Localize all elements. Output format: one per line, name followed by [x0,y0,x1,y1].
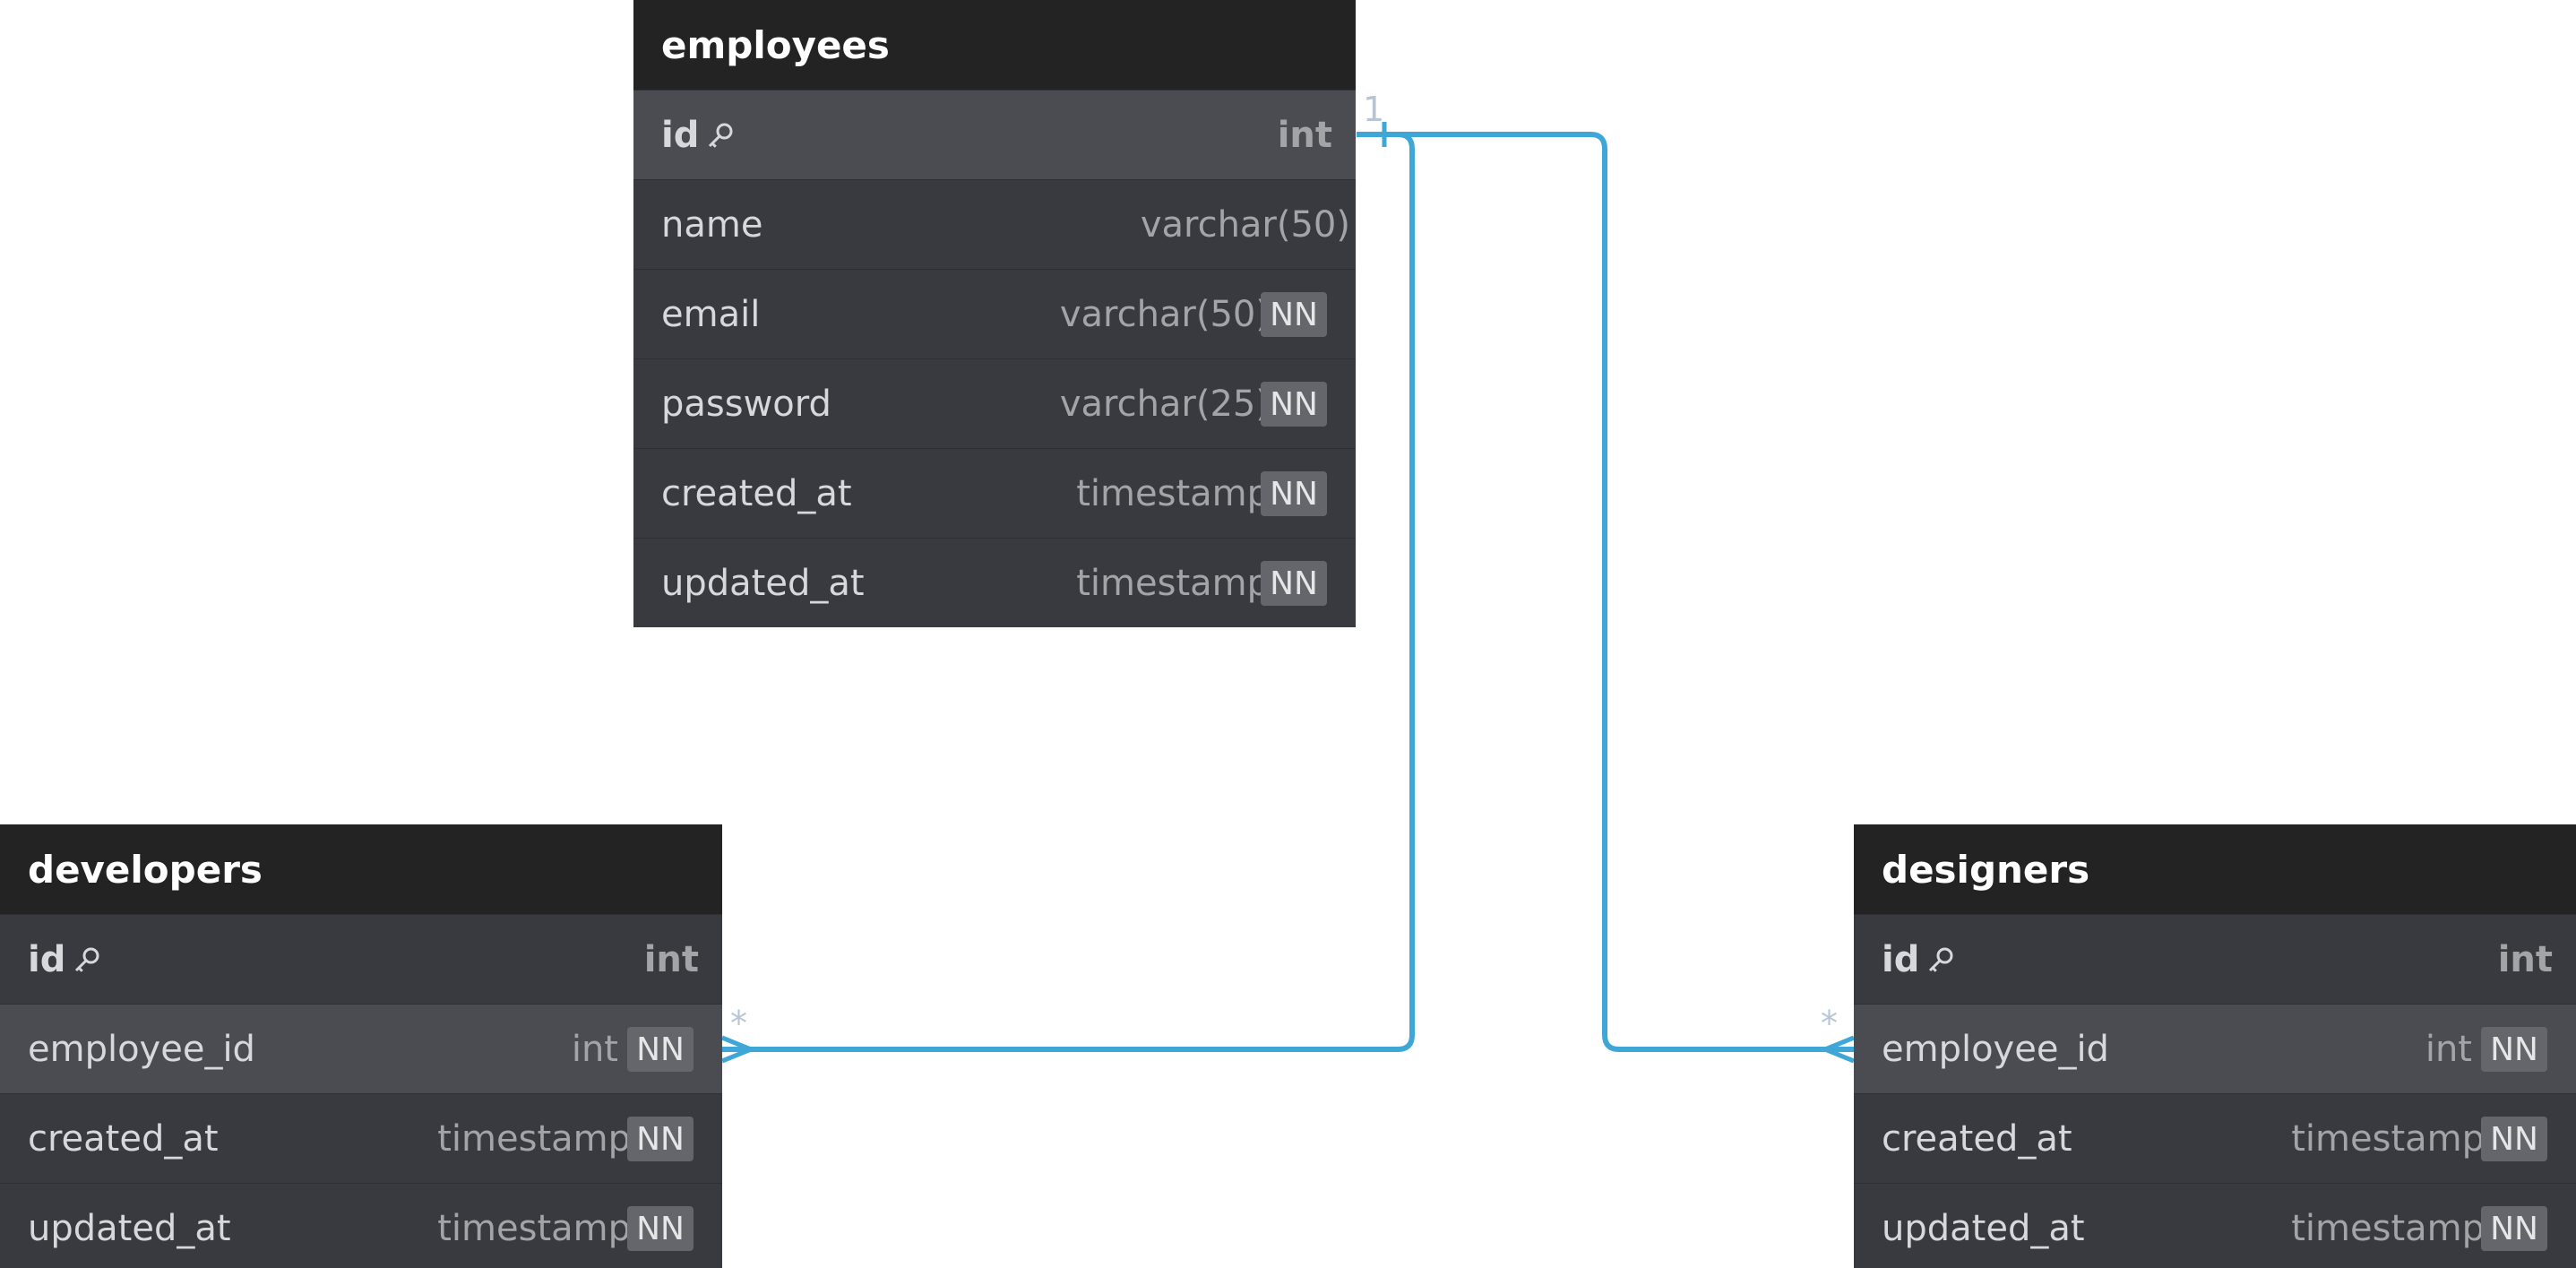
field-type: varchar(50) [1059,293,1270,335]
field-type: timestamp [1076,472,1270,514]
table-developers[interactable]: developers id int employee_id int NN cre… [0,824,722,1268]
field-type: int [643,938,699,980]
not-null-badge: NN [2481,1117,2547,1161]
table-row[interactable]: id int [633,90,1356,179]
field-name: updated_at [661,562,865,604]
field-name: updated_at [1882,1207,2085,1249]
table-designers[interactable]: designers id int employee_id int NN crea… [1854,824,2576,1268]
field-name: id [1882,939,1957,980]
field-name: updated_at [28,1207,231,1249]
field-type: int [571,1028,618,1070]
field-name-text: id [1882,938,1920,980]
table-employees[interactable]: employees id int name varchar(50) email … [633,0,1356,627]
table-row[interactable]: updated_at timestamp NN [0,1183,722,1268]
table-row[interactable]: employee_id int NN [1854,1004,2576,1093]
field-type: int [2425,1028,2472,1070]
table-row[interactable]: updated_at timestamp NN [1854,1183,2576,1268]
table-row[interactable]: password varchar(25) NN [633,358,1356,448]
field-type: varchar(25) [1059,383,1270,425]
table-row[interactable]: employee_id int NN [0,1004,722,1093]
field-type: timestamp [2291,1207,2485,1249]
not-null-badge: NN [627,1206,694,1251]
field-type: timestamp [2291,1117,2485,1160]
field-name: name [661,203,763,246]
table-header[interactable]: designers [1854,824,2576,914]
table-header[interactable]: developers [0,824,722,914]
field-name: password [661,383,831,425]
key-icon [709,123,733,148]
not-null-badge: NN [1261,292,1327,337]
not-null-badge: NN [627,1027,694,1072]
field-type: int [2497,938,2553,980]
table-row[interactable]: id int [0,914,722,1004]
cardinality-label: 1 [1363,90,1385,129]
field-name-text: id [28,938,66,980]
key-icon [75,947,99,972]
not-null-badge: NN [1261,382,1327,427]
field-name: created_at [28,1117,219,1160]
not-null-badge: NN [1261,561,1327,606]
table-row[interactable]: email varchar(50) NN [633,269,1356,358]
table-row[interactable]: created_at timestamp NN [0,1093,722,1183]
field-name: employee_id [1882,1028,2109,1070]
not-null-badge: NN [2481,1206,2547,1251]
table-header[interactable]: employees [633,0,1356,90]
many-cardinality-marker [721,1035,752,1064]
field-type: timestamp [437,1207,631,1249]
field-name: email [661,293,761,335]
table-row[interactable]: created_at timestamp NN [633,448,1356,538]
field-type: varchar(50) [1140,203,1350,246]
key-icon [1929,947,1953,972]
table-row[interactable]: updated_at timestamp NN [633,538,1356,627]
field-type: timestamp [1076,562,1270,604]
field-name: id [28,939,103,980]
table-row[interactable]: name varchar(50) [633,179,1356,269]
field-name-text: id [661,114,700,156]
cardinality-label: * [1821,1004,1838,1043]
many-cardinality-marker [1824,1035,1855,1064]
field-name: id [661,115,737,156]
field-name: employee_id [28,1028,255,1070]
not-null-badge: NN [2481,1027,2547,1072]
not-null-badge: NN [1261,471,1327,516]
relation-edge-employees-designers[interactable] [1357,132,1854,1052]
table-row[interactable]: id int [1854,914,2576,1004]
cardinality-label: * [730,1004,747,1043]
table-row[interactable]: created_at timestamp NN [1854,1093,2576,1183]
field-name: created_at [661,472,852,514]
field-type: timestamp [437,1117,631,1160]
field-type: int [1277,114,1332,156]
field-name: created_at [1882,1117,2072,1160]
not-null-badge: NN [627,1117,694,1161]
